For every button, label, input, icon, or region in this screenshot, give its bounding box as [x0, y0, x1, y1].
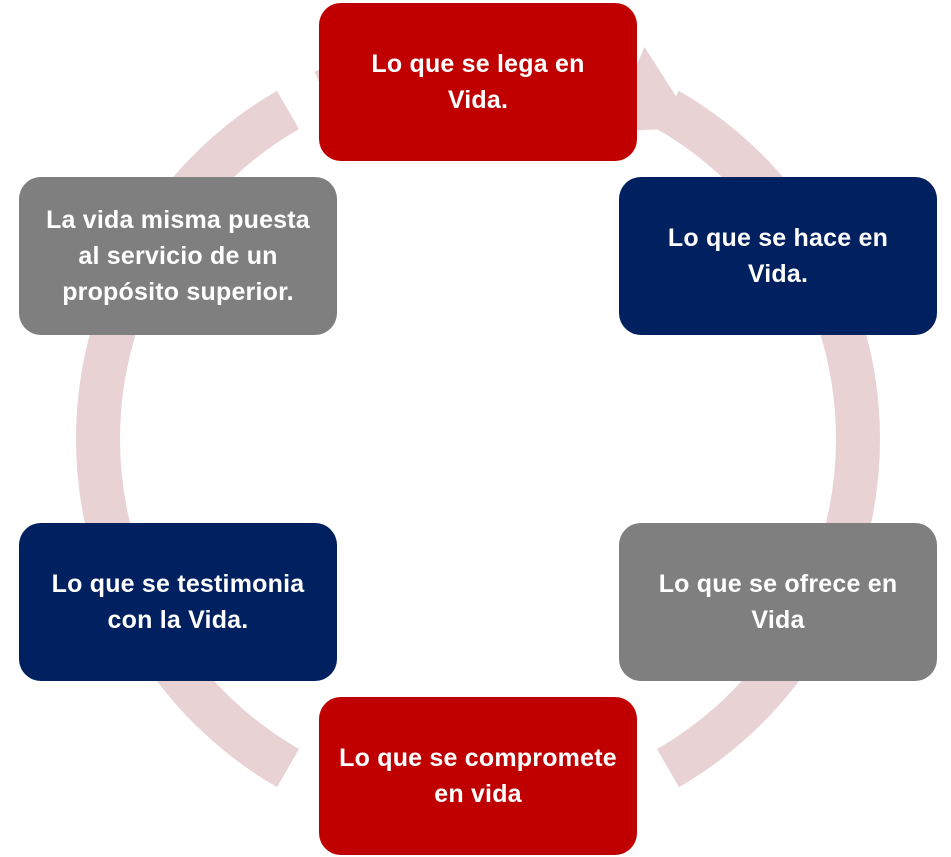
- cycle-node-bottom: Lo que se compromete en vida: [319, 697, 637, 855]
- cycle-node-top-right: Lo que se hace en Vida.: [619, 177, 937, 335]
- cycle-node-bottom-label: Lo que se compromete en vida: [339, 744, 617, 808]
- cycle-node-top-left: La vida misma puesta al servicio de un p…: [19, 177, 337, 335]
- cycle-node-bottom-left-label: Lo que se testimonia con la Vida.: [51, 570, 305, 634]
- cycle-node-bottom-right-label: Lo que se ofrece en Vida: [658, 570, 898, 634]
- cycle-node-bottom-right: Lo que se ofrece en Vida: [619, 523, 937, 681]
- cycle-node-top-right-label: Lo que se hace en Vida.: [667, 224, 889, 288]
- cycle-node-top-left-label: La vida misma puesta al servicio de un p…: [46, 206, 310, 306]
- cycle-node-bottom-left: Lo que se testimonia con la Vida.: [19, 523, 337, 681]
- cycle-node-top: Lo que se lega en Vida.: [319, 3, 637, 161]
- cycle-node-top-label: Lo que se lega en Vida.: [371, 50, 585, 114]
